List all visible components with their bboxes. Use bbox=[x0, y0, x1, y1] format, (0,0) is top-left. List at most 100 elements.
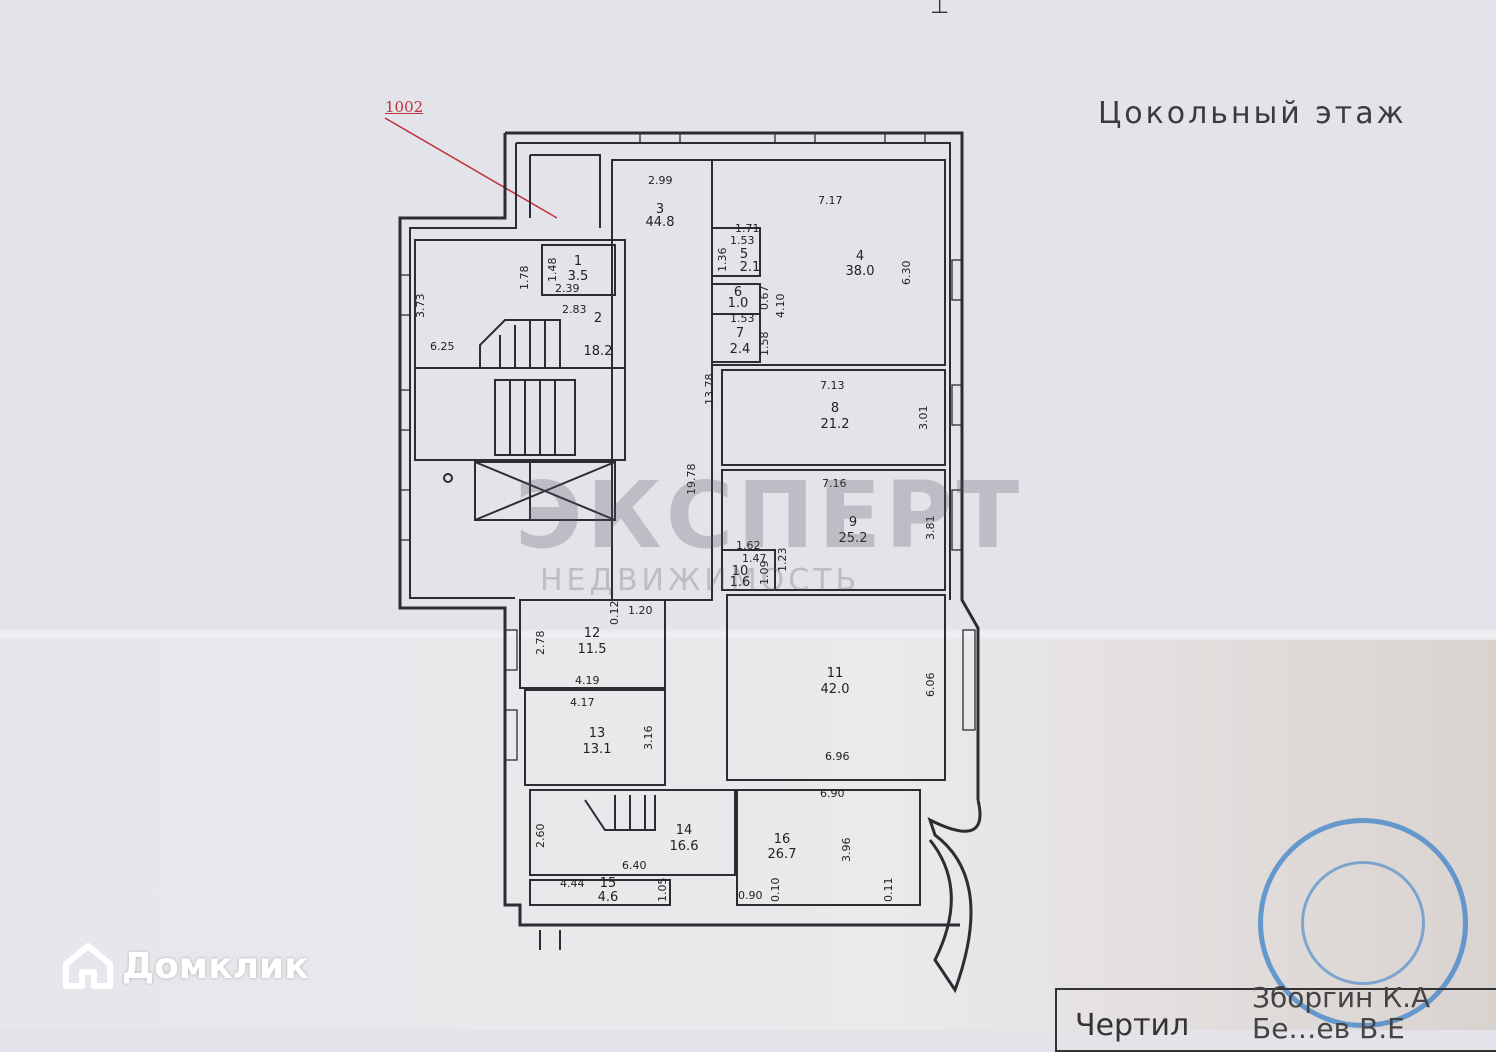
svg-text:1.53: 1.53 bbox=[730, 234, 755, 247]
svg-text:7.17: 7.17 bbox=[818, 194, 843, 207]
svg-text:6: 6 bbox=[734, 285, 742, 300]
svg-text:7.16: 7.16 bbox=[822, 477, 847, 490]
svg-text:5: 5 bbox=[740, 247, 748, 262]
title-block: Чертил Зборгин К.А Бе…ев В.Е bbox=[1055, 984, 1496, 1052]
house-logo-icon bbox=[63, 943, 113, 989]
room-walls bbox=[414, 159, 946, 906]
official-stamp bbox=[1258, 818, 1468, 1028]
room-15-label: 154.6 bbox=[598, 876, 619, 905]
room-8-label: 821.2 bbox=[821, 401, 850, 432]
svg-text:4.6: 4.6 bbox=[598, 890, 619, 905]
paper-fold bbox=[0, 628, 1496, 640]
svg-text:2.99: 2.99 bbox=[648, 174, 673, 187]
svg-text:6.96: 6.96 bbox=[825, 750, 850, 763]
room-labels: 13.5 218.2 344.8 438.0 52.1 61.0 72.4 82… bbox=[568, 202, 875, 905]
svg-text:3.73: 3.73 bbox=[414, 294, 427, 319]
svg-text:13.78: 13.78 bbox=[703, 374, 716, 406]
svg-text:6.06: 6.06 bbox=[924, 673, 937, 698]
svg-text:1.20: 1.20 bbox=[628, 604, 653, 617]
svg-text:6.90: 6.90 bbox=[820, 787, 845, 800]
watermark-nedvizhimost: НЕДВИЖИМОСТЬ bbox=[540, 563, 861, 598]
svg-text:15: 15 bbox=[600, 876, 617, 891]
svg-text:11: 11 bbox=[827, 666, 844, 681]
reference-leader-line bbox=[384, 117, 558, 219]
svg-text:1.36: 1.36 bbox=[716, 248, 729, 273]
room-7-label: 72.4 bbox=[730, 326, 751, 357]
svg-text:19.78: 19.78 bbox=[685, 464, 698, 496]
logo-text: Домклик bbox=[122, 945, 309, 987]
svg-text:4.19: 4.19 bbox=[575, 674, 600, 687]
svg-text:6.30: 6.30 bbox=[900, 261, 913, 286]
svg-text:2.78: 2.78 bbox=[534, 631, 547, 656]
svg-text:4.10: 4.10 bbox=[774, 294, 787, 319]
svg-text:0.67: 0.67 bbox=[758, 286, 771, 311]
outer-walls bbox=[398, 131, 982, 994]
drawn-by-label: Чертил bbox=[1075, 1008, 1190, 1043]
room-9-label: 925.2 bbox=[839, 515, 868, 546]
svg-text:2: 2 bbox=[594, 311, 602, 326]
svg-text:16: 16 bbox=[774, 832, 791, 847]
svg-text:21.2: 21.2 bbox=[821, 417, 850, 432]
dimension-labels: 2.99 7.17 6.30 1.71 1.53 1.36 0.67 4.10 … bbox=[414, 174, 937, 902]
svg-text:1.47: 1.47 bbox=[742, 552, 767, 565]
room-3-label: 344.8 bbox=[646, 202, 675, 230]
svg-text:38.0: 38.0 bbox=[846, 264, 875, 279]
svg-text:3.16: 3.16 bbox=[642, 726, 655, 751]
svg-text:9: 9 bbox=[849, 515, 857, 530]
north-marker-icon: ⊥ bbox=[930, 0, 950, 19]
svg-text:3.81: 3.81 bbox=[924, 516, 937, 541]
svg-text:8: 8 bbox=[831, 401, 839, 416]
svg-text:0.11: 0.11 bbox=[882, 878, 895, 903]
drawn-by-name-2: Бе…ев В.Е bbox=[1252, 1012, 1405, 1045]
floor-title: Цокольный этаж bbox=[1098, 96, 1407, 131]
svg-text:1.0: 1.0 bbox=[728, 296, 749, 311]
svg-text:16.6: 16.6 bbox=[670, 839, 699, 854]
room-5-label: 52.1 bbox=[740, 247, 761, 275]
svg-text:2.4: 2.4 bbox=[730, 342, 751, 357]
svg-text:2.83: 2.83 bbox=[562, 303, 587, 316]
domclick-logo: Домклик bbox=[62, 942, 309, 990]
svg-text:13.1: 13.1 bbox=[583, 742, 612, 757]
svg-text:6.40: 6.40 bbox=[622, 859, 647, 872]
svg-text:1.09: 1.09 bbox=[758, 561, 771, 586]
room-1-label: 13.5 bbox=[568, 254, 589, 284]
svg-text:11.5: 11.5 bbox=[578, 642, 607, 657]
svg-text:13: 13 bbox=[589, 726, 606, 741]
svg-text:7: 7 bbox=[736, 326, 744, 341]
svg-text:4.17: 4.17 bbox=[570, 696, 595, 709]
svg-text:1.23: 1.23 bbox=[776, 548, 789, 573]
svg-text:2.39: 2.39 bbox=[555, 282, 580, 295]
room-4-label: 438.0 bbox=[846, 249, 875, 279]
svg-text:10: 10 bbox=[732, 564, 749, 579]
svg-text:44.8: 44.8 bbox=[646, 215, 675, 230]
svg-text:0.12: 0.12 bbox=[608, 601, 621, 626]
svg-text:1.71: 1.71 bbox=[735, 222, 760, 235]
reference-mark: 1002 bbox=[385, 98, 424, 116]
svg-text:7.13: 7.13 bbox=[820, 379, 845, 392]
svg-text:3.01: 3.01 bbox=[917, 406, 930, 431]
room-2-label: 218.2 bbox=[584, 311, 613, 359]
windows bbox=[399, 132, 976, 761]
svg-text:42.0: 42.0 bbox=[821, 682, 850, 697]
svg-text:4: 4 bbox=[856, 249, 864, 264]
room-10-label: 101.6 bbox=[730, 564, 751, 590]
svg-text:6.25: 6.25 bbox=[430, 340, 455, 353]
svg-text:2.60: 2.60 bbox=[534, 824, 547, 849]
svg-text:1.53: 1.53 bbox=[730, 312, 755, 325]
stamp-inner-ring bbox=[1301, 861, 1425, 985]
svg-text:2.1: 2.1 bbox=[740, 260, 761, 275]
svg-text:4.44: 4.44 bbox=[560, 877, 585, 890]
svg-text:1.48: 1.48 bbox=[546, 258, 559, 283]
svg-text:3.5: 3.5 bbox=[568, 269, 589, 284]
svg-text:1.6: 1.6 bbox=[730, 575, 751, 590]
paper-lower-half bbox=[0, 635, 1496, 1030]
svg-text:25.2: 25.2 bbox=[839, 531, 868, 546]
svg-text:1.78: 1.78 bbox=[518, 266, 531, 291]
svg-text:3.96: 3.96 bbox=[840, 838, 853, 863]
room-6-label: 61.0 bbox=[728, 285, 749, 311]
